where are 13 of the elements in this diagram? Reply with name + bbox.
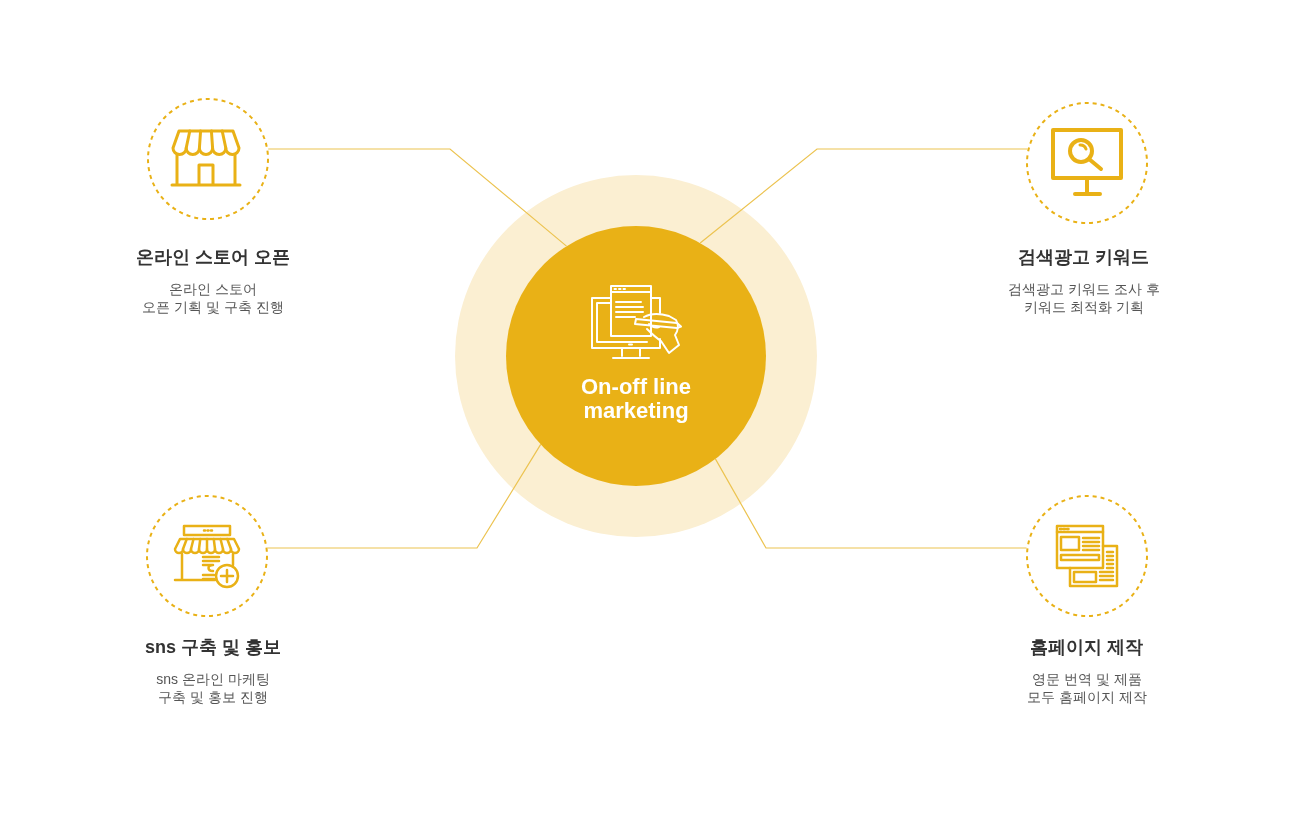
connector-line [699, 148, 1029, 244]
description: 검색광고 키워드 조사 후 키워드 최적화 기획 [1008, 280, 1160, 316]
center-title: On-off line marketing [580, 375, 692, 423]
connector-line [714, 458, 1028, 549]
heading: 홈페이지 제작 [1030, 636, 1144, 659]
heading: 온라인 스토어 오픈 [136, 246, 290, 269]
connector-line [267, 148, 568, 247]
description: sns 온라인 마케팅 구축 및 홍보 진행 [156, 670, 270, 706]
connector-line [266, 443, 542, 549]
heading: 검색광고 키워드 [1018, 246, 1150, 269]
heading: sns 구축 및 홍보 [145, 636, 281, 659]
description: 영문 번역 및 제품 모두 홈페이지 제작 [1027, 670, 1147, 706]
description: 온라인 스토어 오픈 기획 및 구축 진행 [142, 280, 284, 316]
